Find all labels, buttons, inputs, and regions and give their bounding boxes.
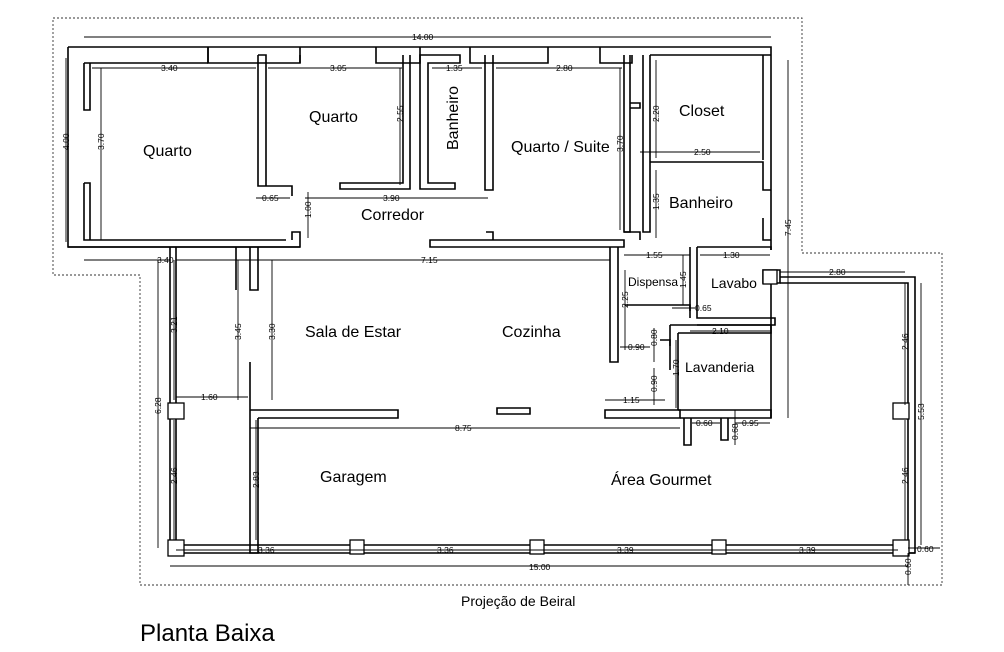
dim-top-total: 14.00 xyxy=(412,32,434,42)
room-label-lavabo: Lavabo xyxy=(711,275,757,291)
dim-left-height: 4.00 xyxy=(61,133,71,150)
dim-corredor-height: 1.00 xyxy=(303,201,313,218)
dim-beiral-right: 0.60 xyxy=(917,544,934,554)
room-label-dispensa: Dispensa xyxy=(628,275,678,289)
dim-right-5-53: 5.53 xyxy=(916,403,926,420)
room-label-closet: Closet xyxy=(679,103,725,120)
dim-beiral-bottom: 0.60 xyxy=(903,558,913,575)
dim-dispensa-depth: 2.25 xyxy=(620,291,630,308)
dim-sala-3-45: 3.45 xyxy=(233,323,243,340)
dim-right-2-46-top: 2.46 xyxy=(900,333,910,350)
dim-banheiro2-height: 1.35 xyxy=(651,193,661,210)
room-label-quarto-2: Quarto xyxy=(309,109,358,126)
dim-sala-3-30: 3.30 xyxy=(267,323,277,340)
dim-suite-width: 2.80 xyxy=(556,63,573,73)
dim-quarto1-height: 3.70 xyxy=(96,133,106,150)
dim-mid-left: 3.40 xyxy=(157,255,174,265)
dim-lavabo-width: 1.30 xyxy=(723,250,740,260)
room-label-quarto-1: Quarto xyxy=(143,143,192,160)
dim-mid-8-75: 8.75 xyxy=(455,423,472,433)
dim-right-2-46-bottom: 2.46 xyxy=(900,467,910,484)
dim-cozinha-bottom: 1.15 xyxy=(623,395,640,405)
dim-span-3: 3.39 xyxy=(617,545,634,555)
dim-right-height: 7.45 xyxy=(783,219,793,236)
dim-mid-total: 7.15 xyxy=(421,255,438,265)
dim-closet-height: 2.20 xyxy=(651,105,661,122)
dim-lavanderia-width: 2.10 xyxy=(712,326,729,336)
dim-dispensa-width: 1.55 xyxy=(646,250,663,260)
dim-span-4: 3.39 xyxy=(799,545,816,555)
dim-corredor-width: 3.90 xyxy=(383,193,400,203)
dim-lavabo-right: 2.80 xyxy=(829,267,846,277)
dim-lav-0-60: 0.60 xyxy=(696,418,713,428)
dim-span-2: 3.36 xyxy=(437,545,454,555)
room-label-sala-de-estar: Sala de Estar xyxy=(305,324,402,341)
eave-projection-outline xyxy=(52,17,943,586)
dim-quarto2-width: 3.05 xyxy=(330,63,347,73)
room-label-banheiro-2: Banheiro xyxy=(669,195,733,212)
dimension-values: 14.00 3.40 3.05 1.35 2.80 4.00 3.70 2.55… xyxy=(61,32,934,575)
room-label-cozinha: Cozinha xyxy=(502,324,561,341)
room-label-quarto-suite: Quarto / Suite xyxy=(511,139,610,156)
room-label-area-gourmet: Área Gourmet xyxy=(611,470,712,489)
eave-projection-label: Projeção de Beiral xyxy=(461,593,575,609)
room-label-banheiro-1: Banheiro xyxy=(445,86,462,150)
dim-lavanderia-height: 1.70 xyxy=(671,359,681,376)
dim-suite-height: 3.70 xyxy=(615,135,625,152)
dim-garagem-2-83: 2.83 xyxy=(251,471,261,488)
dim-left-2-46: 2.46 xyxy=(169,467,179,484)
dim-span-1: 3.36 xyxy=(258,545,275,555)
drawing-title: Planta Baixa xyxy=(140,620,275,647)
dim-bottom-total: 15.00 xyxy=(529,562,551,572)
room-label-lavanderia: Lavanderia xyxy=(685,359,754,375)
dim-quarto1-width: 3.40 xyxy=(161,63,178,73)
walls xyxy=(67,46,916,554)
dim-hall-stub: 0.65 xyxy=(262,193,279,203)
dim-closet-width: 2.50 xyxy=(694,147,711,157)
room-label-garagem: Garagem xyxy=(320,469,387,486)
dim-cozinha-door: 0.80 xyxy=(649,329,659,346)
dim-lav-0-95: 0.95 xyxy=(742,418,759,428)
dim-dispensa-height: 1.45 xyxy=(678,271,688,288)
dim-left-total: 6.28 xyxy=(153,397,163,414)
columns xyxy=(167,269,910,557)
dim-sala-3-21: 3.21 xyxy=(169,316,179,333)
dim-lavanderia-door: 0.90 xyxy=(649,375,659,392)
dimension-lines xyxy=(65,36,940,585)
room-labels: Quarto Quarto Banheiro Quarto / Suite Cl… xyxy=(143,86,757,489)
dim-cozinha-stub: 0.90 xyxy=(628,342,645,352)
dim-lavabo-door: 0.65 xyxy=(695,303,712,313)
dim-banheiro-width: 1.35 xyxy=(446,63,463,73)
dim-lav-0-68: 0.68 xyxy=(730,423,740,440)
dim-sala-1-60: 1.60 xyxy=(201,392,218,402)
room-label-corredor: Corredor xyxy=(361,207,425,224)
dim-quarto2-height: 2.55 xyxy=(395,105,405,122)
